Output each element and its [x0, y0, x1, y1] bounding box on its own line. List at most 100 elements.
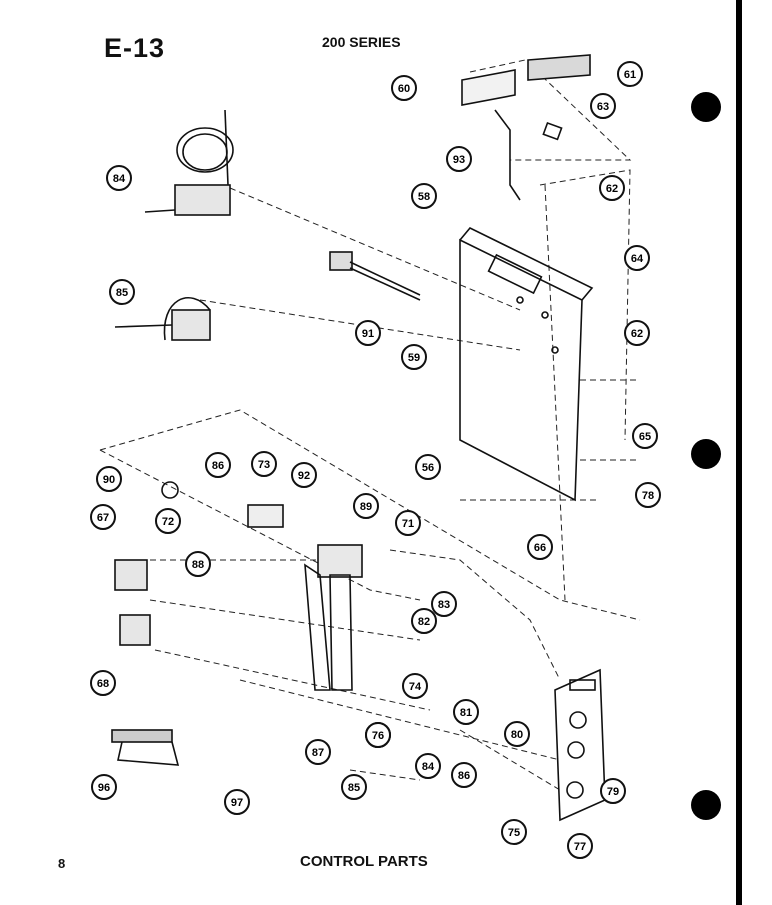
- callout-circle: [90, 504, 116, 530]
- section-title: CONTROL PARTS: [300, 853, 428, 870]
- callout-number: 78: [642, 490, 654, 502]
- callout-circle: [632, 423, 658, 449]
- callout-circle: [567, 833, 593, 859]
- callout-number: 58: [418, 191, 430, 203]
- callout-number: 73: [258, 459, 270, 471]
- callout-circle: [446, 146, 472, 172]
- callout-number: 64: [631, 253, 644, 265]
- callout-circle: [185, 551, 211, 577]
- callout-number: 65: [639, 431, 651, 443]
- callout-circle: [501, 819, 527, 845]
- control-bracket-panel: [459, 227, 594, 502]
- callout-number: 84: [113, 173, 126, 185]
- callout-circle: [205, 452, 231, 478]
- callout-number: 59: [408, 352, 420, 364]
- callout-number: 67: [97, 512, 109, 524]
- callout-circle: [96, 466, 122, 492]
- callout-circle: [600, 778, 626, 804]
- callout-number: 63: [597, 101, 609, 113]
- callout-number: 71: [402, 518, 414, 530]
- callout-number: 60: [398, 83, 410, 95]
- callout-circle: [155, 508, 181, 534]
- callout-number: 66: [534, 542, 546, 554]
- callout-number: 72: [162, 516, 174, 528]
- callout-circle: [431, 591, 457, 617]
- callout-circle: [402, 673, 428, 699]
- callout-circle: [415, 454, 441, 480]
- front-control-plate: [554, 668, 606, 822]
- switch-components: [111, 481, 363, 766]
- callout-circle: [527, 534, 553, 560]
- callout-number: 76: [372, 730, 384, 742]
- callout-circle: [401, 344, 427, 370]
- callout-circle: [391, 75, 417, 101]
- callout-number: 61: [624, 69, 636, 81]
- callout-number: 91: [362, 328, 374, 340]
- callout-circle: [291, 462, 317, 488]
- callout-circle: [504, 721, 530, 747]
- callout-group: 60 61 63 93 62 64 84 58 85 91 62 59 65 78 56 66 90 86 73 92…: [90, 61, 661, 859]
- callout-number: 75: [508, 827, 520, 839]
- callout-number: 62: [606, 183, 618, 195]
- callout-circle: [624, 320, 650, 346]
- dashed-guides: [99, 59, 641, 791]
- callout-circle: [90, 670, 116, 696]
- callout-number: 92: [298, 470, 310, 482]
- callout-number: 96: [98, 782, 110, 794]
- heater-rod: [329, 251, 421, 301]
- callout-circle: [415, 753, 441, 779]
- top-cover-parts: [461, 54, 591, 201]
- callout-number: 84: [422, 761, 435, 773]
- callout-circle: [411, 608, 437, 634]
- callout-circle: [305, 739, 331, 765]
- callout-circle: [617, 61, 643, 87]
- callout-circle: [395, 510, 421, 536]
- callout-number: 62: [631, 328, 643, 340]
- callout-number: 68: [97, 678, 109, 690]
- callout-circle: [251, 451, 277, 477]
- callout-number: 56: [422, 462, 434, 474]
- callout-number: 97: [231, 797, 243, 809]
- callout-number: 82: [418, 616, 430, 628]
- callout-number: 89: [360, 501, 372, 513]
- callout-circle: [106, 165, 132, 191]
- binder-hole: [691, 92, 721, 122]
- callout-circle: [91, 774, 117, 800]
- callout-circle: [109, 279, 135, 305]
- callout-circle: [365, 722, 391, 748]
- page-number: 8: [58, 856, 66, 871]
- callout-circle: [635, 482, 661, 508]
- callout-number: 74: [409, 681, 422, 693]
- binder-hole: [691, 439, 721, 469]
- callout-circle: [599, 175, 625, 201]
- callout-number: 85: [116, 287, 128, 299]
- callout-number: 80: [511, 729, 523, 741]
- callout-circle: [355, 320, 381, 346]
- callout-circle: [411, 183, 437, 209]
- binding-edge-rule: [736, 0, 742, 905]
- callout-number: 88: [192, 559, 204, 571]
- callout-number: 87: [312, 747, 324, 759]
- callout-number: 90: [103, 474, 115, 486]
- callout-circle: [353, 493, 379, 519]
- relay-assembly: [114, 297, 211, 341]
- series-title: 200 SERIES: [322, 34, 401, 50]
- callout-number: 86: [212, 460, 224, 472]
- callout-circle: [453, 699, 479, 725]
- thermostat-assembly: [144, 109, 234, 216]
- callout-circle: [341, 774, 367, 800]
- callout-number: 93: [453, 154, 465, 166]
- callout-number: 81: [460, 707, 472, 719]
- callout-circle: [451, 762, 477, 788]
- callout-circle: [624, 245, 650, 271]
- callout-number: 79: [607, 786, 619, 798]
- callout-circle: [224, 789, 250, 815]
- page-code: E-13: [104, 33, 166, 63]
- callout-circle: [590, 93, 616, 119]
- callout-number: 77: [574, 841, 586, 853]
- callout-number: 85: [348, 782, 360, 794]
- binder-hole: [691, 790, 721, 820]
- callout-number: 83: [438, 599, 450, 611]
